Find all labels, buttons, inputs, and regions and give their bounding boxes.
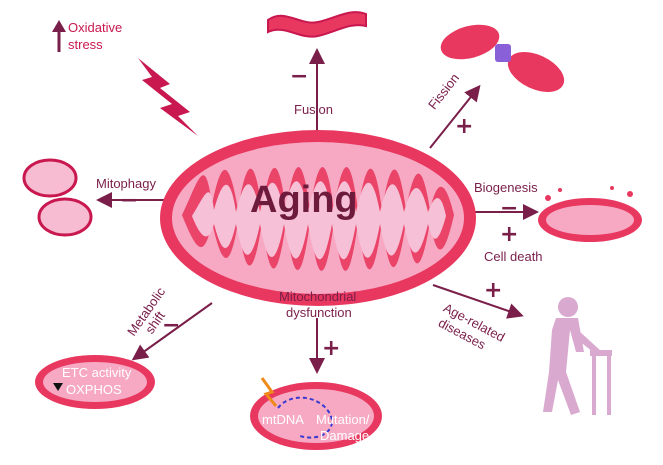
center-label: Aging bbox=[250, 179, 358, 221]
arrow-age-related bbox=[432, 284, 524, 319]
mtdna-label: mtDNA bbox=[262, 412, 304, 427]
main-mitochondrion bbox=[160, 130, 476, 306]
etc-mitochondrion bbox=[35, 355, 155, 409]
down-triangle-icon bbox=[53, 383, 63, 391]
arrow-metabolic-shift bbox=[131, 302, 213, 361]
oxidative-label: Oxidative bbox=[68, 20, 123, 35]
damaged-mitochondrion bbox=[250, 377, 382, 450]
fragmented-mitochondrion bbox=[538, 186, 642, 242]
mito-dysfunction-label-2: dysfunction bbox=[286, 305, 352, 320]
age-related-sign: + bbox=[484, 278, 503, 303]
elderly-walker-icon bbox=[543, 297, 612, 415]
metabolic-sign: − bbox=[162, 313, 181, 338]
etc-activity-label: ETC activity bbox=[62, 365, 132, 380]
arrows bbox=[96, 48, 539, 374]
mito-dysfunction-sign: + bbox=[322, 336, 341, 361]
mitophagy-sign: − bbox=[120, 188, 139, 213]
biogenesis-sign: − bbox=[500, 196, 519, 221]
cell-death-sign: + bbox=[500, 222, 519, 247]
mitophagy-label: Mitophagy bbox=[96, 176, 156, 191]
dividing-mitochondrion bbox=[440, 24, 565, 92]
autophagosomes bbox=[22, 158, 93, 237]
mutation-label: Mutation/ bbox=[316, 412, 370, 427]
stress-label: stress bbox=[68, 37, 103, 52]
fused-mitochondrion bbox=[267, 11, 367, 38]
lightning-bolt-icon bbox=[138, 58, 198, 136]
oxphos-label: OXPHOS bbox=[66, 382, 122, 397]
cell-death-label: Cell death bbox=[484, 249, 543, 264]
arrow-fission bbox=[429, 84, 481, 149]
damage-label: Damage bbox=[320, 428, 370, 443]
mito-dysfunction-label-1: Mitochondrial bbox=[279, 289, 357, 304]
fusion-sign: − bbox=[290, 64, 309, 89]
fission-sign: + bbox=[455, 114, 474, 139]
up-arrow-icon bbox=[52, 20, 66, 52]
fusion-label: Fusion bbox=[294, 102, 334, 117]
biogenesis-label: Biogenesis bbox=[474, 180, 538, 195]
